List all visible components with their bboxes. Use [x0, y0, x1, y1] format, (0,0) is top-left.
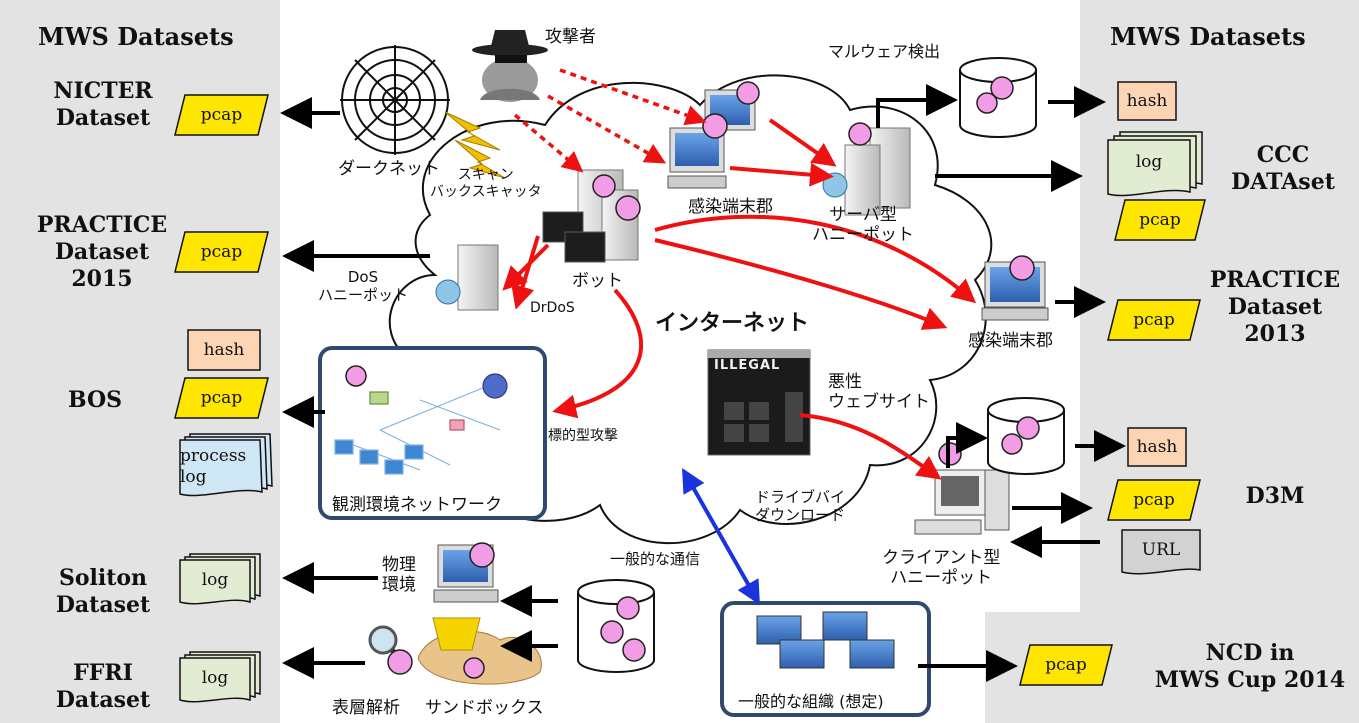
- server-honeypot-icon: [822, 127, 911, 216]
- network-topology-icon: [334, 373, 508, 475]
- label-attacker: 攻撃者: [545, 27, 596, 47]
- dataset-d3m: D3M: [1245, 483, 1305, 509]
- malicious-site-icon: [707, 349, 811, 456]
- label-malware-detect: マルウェア検出: [828, 42, 941, 61]
- left-panel-header: MWS Datasets: [38, 22, 234, 51]
- infection-arrows: [502, 118, 977, 480]
- devil-icons: [345, 76, 1040, 679]
- darknet-web-icon: [340, 45, 450, 155]
- label-bot: ボット: [572, 271, 623, 291]
- label-observation-network: 観測環境ネットワーク: [332, 495, 502, 515]
- label-infected-hosts-top: 感染端末郡: [688, 197, 773, 217]
- dataset-soliton: Soliton Dataset: [55, 565, 151, 618]
- tag-hash-bos: hash: [203, 340, 245, 360]
- attacker-icon: [472, 30, 548, 102]
- tag-log-ccc: log: [1135, 152, 1163, 172]
- right-panel-header: MWS Datasets: [1110, 22, 1306, 51]
- label-drive-by: ドライブバイ ダウンロード: [755, 488, 846, 524]
- label-general-org: 一般的な組織 (想定): [738, 692, 884, 711]
- dos-honeypot-icon: [435, 244, 499, 311]
- dataset-practice2013: PRACTICE Dataset 2013: [1209, 267, 1341, 347]
- label-illegal: ILLEGAL: [714, 358, 781, 373]
- label-surface-analysis: 表層解析: [332, 698, 400, 718]
- database-malware-icon: [959, 57, 1037, 138]
- attacker-command-arrows: [513, 68, 707, 173]
- tag-pcap-nicter: pcap: [200, 105, 243, 125]
- tag-pcap-practice2013: pcap: [1133, 310, 1175, 330]
- tag-shapes: [174, 81, 1206, 703]
- tag-pcap-d3m: pcap: [1133, 490, 1175, 510]
- tag-log-ffri: log: [201, 668, 229, 688]
- tag-pcap-bos: pcap: [200, 388, 243, 408]
- tag-url-d3m: URL: [1141, 540, 1181, 560]
- tag-hash-d3m: hash: [1136, 437, 1178, 457]
- dataset-ffri: FFRI Dataset: [55, 660, 151, 713]
- label-scan-backscatter: スキャン バックスキャッタ: [430, 167, 542, 200]
- label-physical-env: 物理 環境: [382, 555, 416, 595]
- label-normal-comm: 一般的な通信: [610, 550, 701, 568]
- dataset-practice2015: PRACTICE Dataset 2015: [36, 212, 168, 292]
- tag-log-soliton: log: [201, 570, 229, 590]
- dataset-bos: BOS: [67, 387, 123, 413]
- label-internet: インターネット: [655, 311, 810, 336]
- laptops-icon: [756, 611, 895, 669]
- label-drdos: DrDoS: [530, 300, 575, 316]
- tag-hash-malware: hash: [1126, 91, 1168, 111]
- infected-pc-right-icon: [981, 261, 1049, 321]
- label-targeted-attack: 標的型攻撃: [548, 428, 618, 444]
- label-darknet: ダークネット: [338, 159, 440, 179]
- dataset-ncd: NCD in MWS Cup 2014: [1154, 640, 1346, 693]
- label-server-honeypot: サーバ型 ハニーポット: [812, 205, 914, 245]
- right-output-arrows: [876, 84, 1126, 682]
- sandbox-icon: [417, 617, 542, 685]
- tag-pcap-ncd: pcap: [1045, 655, 1087, 675]
- tag-pcap-ccc: pcap: [1139, 210, 1181, 230]
- label-sandbox: サンドボックス: [425, 698, 544, 718]
- lightning-icon: [444, 111, 506, 179]
- label-dos-honeypot: DoS ハニーポット: [318, 268, 409, 304]
- client-honeypot-pc-icon: [914, 469, 1010, 535]
- infected-pc-icon: [667, 89, 756, 189]
- general-org-frame: [720, 601, 931, 717]
- label-client-honeypot: クライアント型 ハニーポット: [882, 548, 1001, 588]
- dataset-nicter: NICTER Dataset: [53, 78, 153, 131]
- label-infected-hosts-right: 感染端末郡: [968, 331, 1053, 351]
- tag-pcap-practice2015: pcap: [200, 242, 243, 262]
- normal-comm-arrow: [682, 468, 760, 605]
- dataset-ccc: CCC DATAset: [1231, 142, 1335, 195]
- left-output-arrows: [280, 97, 558, 679]
- tag-process-log-bos: process log: [180, 446, 247, 487]
- label-malicious-site: 悪性 ウェブサイト: [828, 372, 930, 412]
